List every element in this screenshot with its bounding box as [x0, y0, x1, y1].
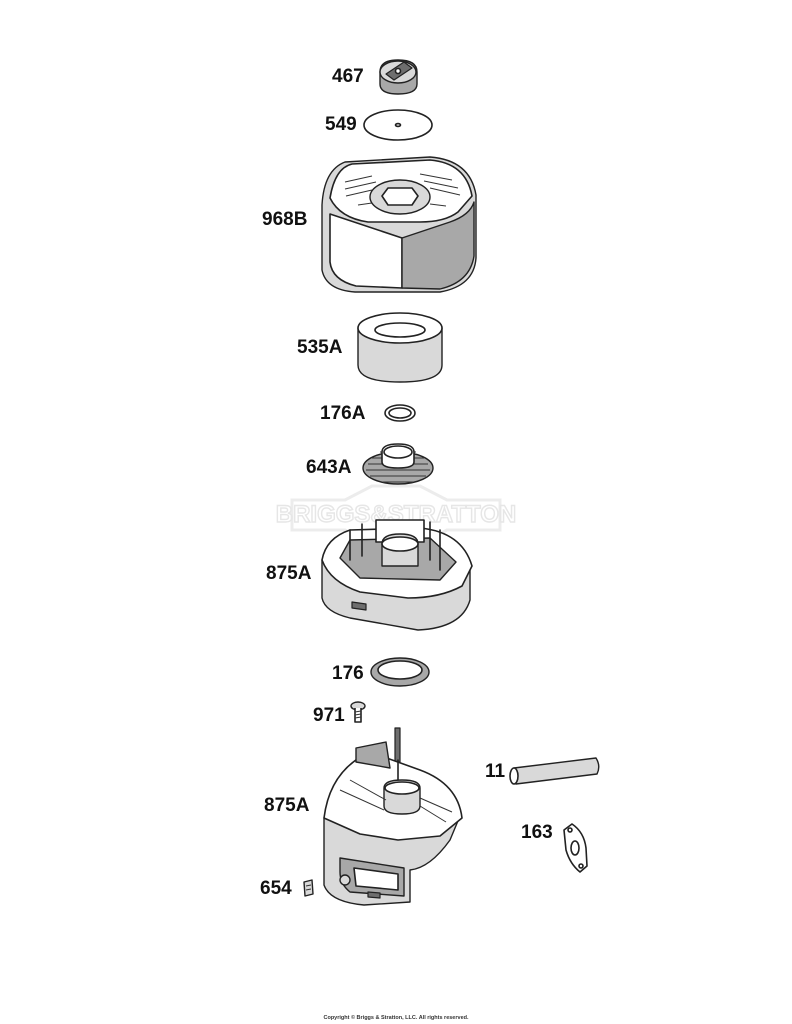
callout-176a[interactable]: 176A — [320, 403, 366, 424]
copyright-notice: Copyright © Briggs & Stratton, LLC. All … — [323, 1015, 469, 1021]
part-535a-filter — [357, 312, 443, 383]
part-176-gasket-ring — [370, 657, 430, 687]
part-176a-oring — [384, 404, 416, 422]
part-163-gasket — [563, 823, 588, 873]
callout-176[interactable]: 176 — [332, 663, 364, 684]
callout-971[interactable]: 971 — [313, 705, 345, 726]
callout-11[interactable]: 11 — [485, 761, 506, 782]
part-875a-upper-base — [321, 519, 473, 631]
callout-654[interactable]: 654 — [260, 878, 292, 899]
part-654-clip — [303, 879, 314, 897]
part-875a-lower-housing — [323, 727, 463, 906]
callout-467[interactable]: 467 — [332, 66, 364, 87]
callout-535a[interactable]: 535A — [297, 337, 343, 358]
cover-vent-slots — [344, 173, 461, 207]
part-467-knob — [379, 59, 418, 95]
part-11-tube — [509, 757, 600, 785]
part-968b-cover — [321, 156, 477, 293]
callout-875a-lower[interactable]: 875A — [264, 795, 310, 816]
callout-163[interactable]: 163 — [521, 822, 553, 843]
part-643a-screen — [362, 443, 434, 485]
callout-875a-upper[interactable]: 875A — [266, 563, 312, 584]
callout-643a[interactable]: 643A — [306, 457, 352, 478]
callout-549[interactable]: 549 — [325, 114, 357, 135]
part-971-screw — [350, 701, 366, 723]
callout-968b[interactable]: 968B — [262, 209, 308, 230]
part-549-washer — [363, 109, 433, 141]
brand-watermark: BRIGGS&STRATTON — [275, 484, 517, 546]
